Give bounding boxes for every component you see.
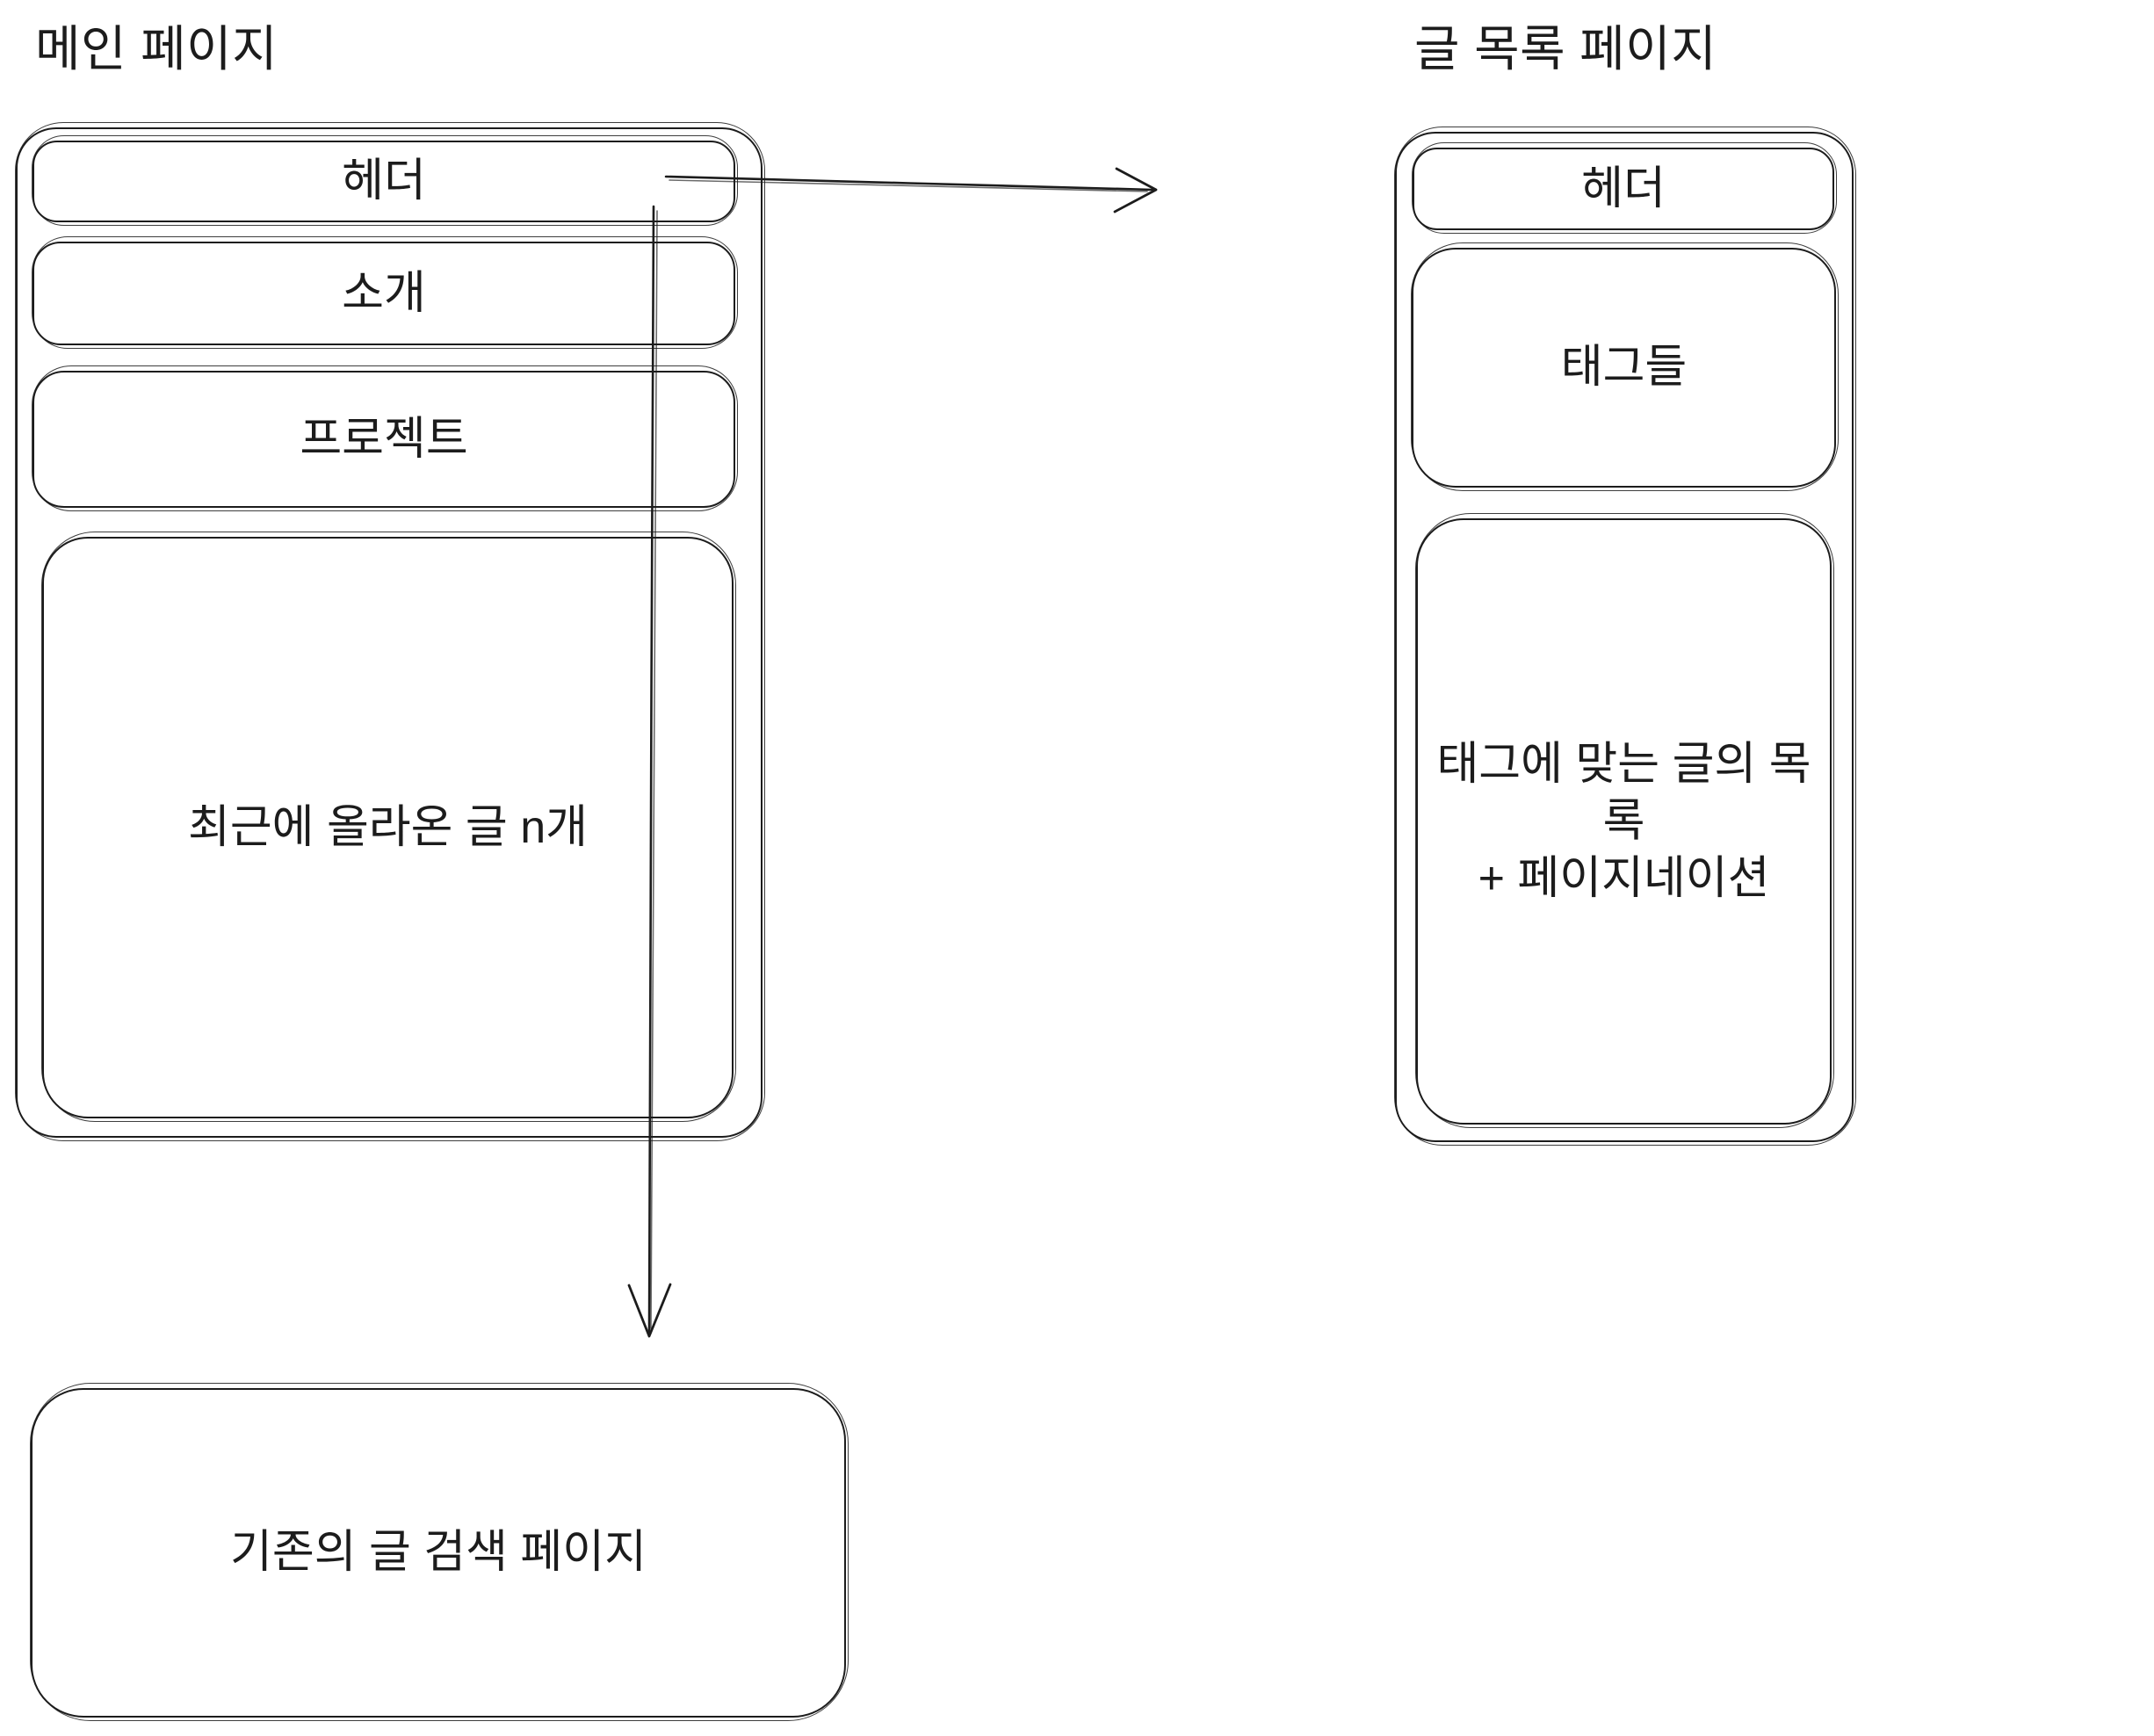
main-intro-box: 소개 xyxy=(32,236,738,349)
post-list-tags-box: 태그들 xyxy=(1411,242,1839,491)
search-page-label: 기존의 글 검색 페이지 xyxy=(230,1527,647,1578)
search-page-box: 기존의 글 검색 페이지 xyxy=(30,1383,849,1721)
arrowhead-down-icon xyxy=(627,1283,672,1338)
post-list-posts-box: 태그에 맞는 글의 목록 + 페이지네이션 xyxy=(1415,513,1834,1128)
main-projects-label: 프로젝트 xyxy=(300,413,468,465)
main-intro-label: 소개 xyxy=(342,267,426,319)
page-title-post-list: 글 목록 페이지 xyxy=(1414,21,1717,76)
page-title-main: 메인 페이지 xyxy=(35,21,278,76)
main-header-box: 헤더 xyxy=(32,135,738,226)
post-list-header-box: 헤더 xyxy=(1412,142,1837,234)
arrowhead-right-icon xyxy=(1113,167,1158,213)
post-list-posts-label: 태그에 맞는 글의 목록 + 페이지네이션 xyxy=(1436,738,1811,904)
main-projects-box: 프로젝트 xyxy=(32,365,738,511)
post-list-header-label: 헤더 xyxy=(1581,163,1666,214)
main-recent-posts-box: 최근에 올라온 글 n개 xyxy=(41,532,736,1122)
post-list-tags-label: 태그들 xyxy=(1560,342,1688,393)
main-header-label: 헤더 xyxy=(342,156,426,206)
main-recent-posts-label: 최근에 올라온 글 n개 xyxy=(188,801,588,853)
